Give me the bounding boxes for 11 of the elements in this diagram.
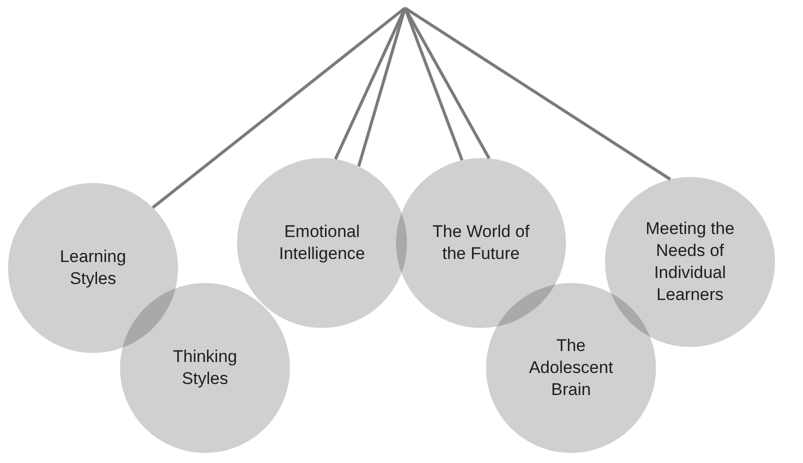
connector-line (357, 8, 406, 167)
circle-label: Learning Styles (58, 246, 128, 290)
circle-label: The Adolescent Brain (528, 334, 614, 402)
circle-label: Thinking Styles (172, 346, 238, 390)
connector-line (152, 6, 406, 209)
connector-line (404, 6, 672, 181)
connector-line (404, 7, 490, 160)
circle-label: Emotional Intelligence (278, 220, 366, 265)
circle-label: The World of the Future (431, 220, 530, 265)
circle-label: Meeting the Needs of Individual Learners (644, 218, 736, 306)
connector-line (334, 7, 406, 160)
